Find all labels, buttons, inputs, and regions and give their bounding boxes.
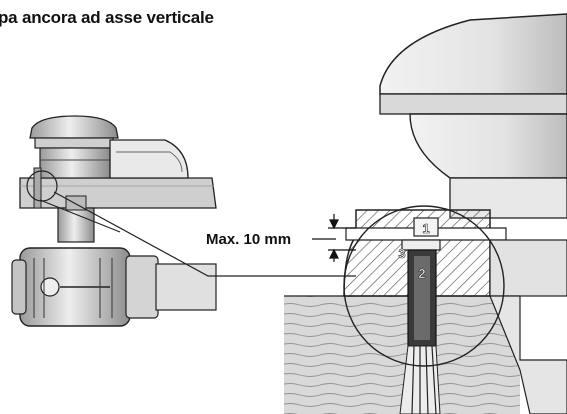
callout-1: 1: [422, 221, 429, 236]
part-3-washer: [401, 239, 441, 251]
figure-title: pa ancora ad asse verticale: [0, 8, 214, 27]
detail-magnifier: [343, 205, 505, 367]
overview-windlass: [11, 115, 217, 327]
part-1-nut: [413, 217, 439, 237]
overview-cap: [29, 115, 119, 139]
detail-windlass: 1 3 2: [284, 13, 567, 414]
dimension-label: Max. 10 mm: [206, 231, 292, 248]
overview-guard: [109, 139, 189, 179]
callout-2: 2: [418, 266, 425, 281]
detail-leader-lines: [39, 191, 356, 277]
dimension-marker: [312, 214, 356, 262]
callout-3: 3: [398, 246, 405, 261]
capstan-cap: [379, 13, 567, 95]
